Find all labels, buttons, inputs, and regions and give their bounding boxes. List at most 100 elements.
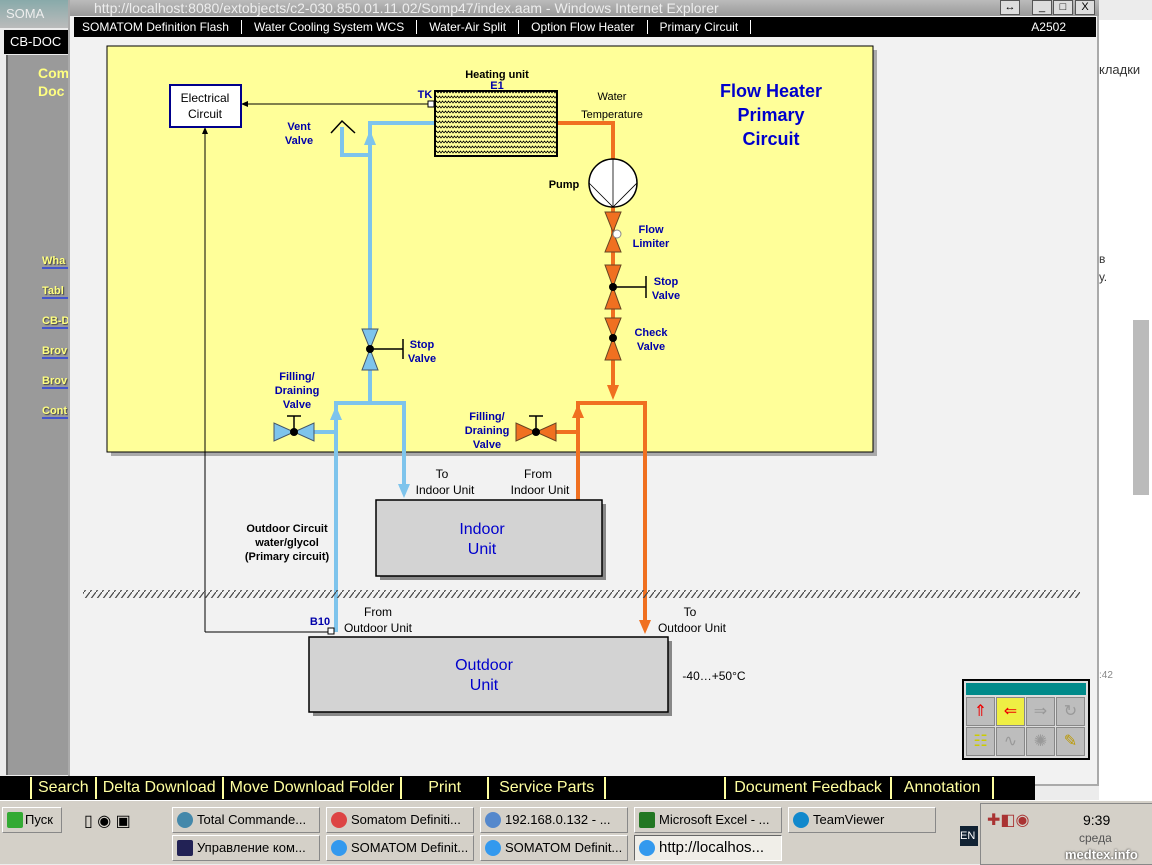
minimize-button[interactable]: _ bbox=[1032, 0, 1052, 15]
maximize-button[interactable]: □ bbox=[1053, 0, 1073, 15]
widget-header[interactable] bbox=[966, 683, 1086, 695]
page-back-icon[interactable]: ⇐ bbox=[996, 697, 1025, 726]
vent-valve-icon bbox=[330, 119, 356, 134]
diagram-title: Primary bbox=[737, 105, 804, 125]
electrical-label: Circuit bbox=[188, 107, 223, 121]
breadcrumb-item[interactable]: Water Cooling System WCS bbox=[254, 20, 418, 34]
sidebar-link[interactable]: Tabl bbox=[42, 285, 72, 299]
outdoor-circuit-label: Outdoor Circuit bbox=[246, 523, 328, 535]
outdoor-unit-label: Unit bbox=[470, 677, 499, 694]
light-icon[interactable]: ✺ bbox=[1026, 727, 1055, 756]
to-outdoor-label: Outdoor Unit bbox=[658, 621, 727, 635]
scrollbar-thumb[interactable] bbox=[1133, 320, 1149, 495]
filling-valve-cold-icon bbox=[273, 415, 315, 442]
delta-download-link[interactable]: Delta Download bbox=[94, 777, 222, 799]
stop-valve-label: Stop bbox=[654, 276, 679, 288]
sidebar-link[interactable]: Brov bbox=[42, 345, 72, 359]
check-valve-icon bbox=[604, 317, 622, 361]
flow-arrow-icon bbox=[572, 385, 651, 634]
close-button[interactable]: X bbox=[1075, 0, 1095, 15]
ie-icon bbox=[331, 840, 347, 856]
vent-valve-label: Vent bbox=[287, 121, 311, 133]
search-link[interactable]: Search bbox=[30, 777, 95, 799]
outdoor-unit-label: Outdoor bbox=[455, 657, 513, 674]
breadcrumb-item[interactable]: Primary Circuit bbox=[660, 20, 752, 34]
heating-unit-label: Heating unit bbox=[465, 69, 529, 81]
start-label: Пуск bbox=[25, 812, 53, 827]
breadcrumb-item[interactable]: Water-Air Split bbox=[429, 20, 520, 34]
taskbar-item[interactable]: Управление ком... bbox=[172, 835, 320, 861]
taskbar-item[interactable]: SOMATOM Definit... bbox=[326, 835, 474, 861]
diagram-title: Flow Heater bbox=[720, 81, 822, 101]
filling-valve-label: Draining bbox=[275, 385, 320, 397]
clock: 9:39 bbox=[1083, 812, 1111, 828]
cycle-icon[interactable]: ↻ bbox=[1056, 697, 1085, 726]
tree-icon[interactable]: ☷ bbox=[966, 727, 995, 756]
sidebar: Com Doc Wha Tabl CB-D Brov Brov Cont bbox=[6, 55, 72, 775]
outdoor-circuit-label: (Primary circuit) bbox=[245, 551, 330, 563]
waveform-icon[interactable]: ∿ bbox=[996, 727, 1025, 756]
teamviewer-icon bbox=[793, 812, 809, 828]
taskbar: Пуск ▯ ◉ ▣ Total Commande... Somatom Def… bbox=[0, 800, 1152, 865]
notes-icon[interactable]: ✎ bbox=[1056, 727, 1085, 756]
taskbar-item[interactable]: Total Commande... bbox=[172, 807, 320, 833]
ie-icon bbox=[485, 840, 501, 856]
sidebar-link[interactable]: Brov bbox=[42, 375, 72, 389]
taskbar-item[interactable]: SOMATOM Definit... bbox=[480, 835, 628, 861]
sidebar-link[interactable]: CB-D bbox=[42, 315, 72, 329]
breadcrumb-item[interactable]: Option Flow Heater bbox=[531, 20, 648, 34]
stop-valve-label: Valve bbox=[408, 353, 436, 365]
sidebar-link[interactable]: Wha bbox=[42, 255, 72, 269]
quicklaunch-icons[interactable]: ▯ ◉ ▣ bbox=[84, 813, 131, 830]
flow-heater-diagram: Electrical Circuit Heating unit E1 TK B1… bbox=[83, 45, 1080, 716]
indoor-unit-label: Unit bbox=[468, 541, 497, 558]
tray-icons[interactable]: ✚◧◉ bbox=[987, 812, 1030, 829]
page-forward-icon[interactable]: ⇒ bbox=[1026, 697, 1055, 726]
annotation-link[interactable]: Annotation bbox=[889, 777, 995, 799]
water-temp-label: Temperature bbox=[581, 109, 643, 121]
taskbar-item[interactable]: 192.168.0.132 - ... bbox=[480, 807, 628, 833]
taskbar-item[interactable]: Microsoft Excel - ... bbox=[634, 807, 782, 833]
electrical-label: Electrical bbox=[181, 91, 230, 105]
stop-valve-label: Valve bbox=[652, 290, 680, 302]
home-up-icon[interactable]: ⇑ bbox=[966, 697, 995, 726]
service-parts-link[interactable]: Service Parts bbox=[487, 777, 604, 799]
breadcrumb: SOMATOM Definition Flash Water Cooling S… bbox=[74, 17, 1096, 37]
ie-icon bbox=[639, 840, 655, 856]
pump-label: Pump bbox=[549, 179, 580, 191]
move-download-folder-link[interactable]: Move Download Folder bbox=[221, 777, 401, 799]
filling-valve-label: Valve bbox=[283, 399, 311, 411]
resize-button[interactable]: ↔ bbox=[1000, 0, 1020, 15]
flow-limiter-label: Flow bbox=[638, 224, 663, 236]
excel-icon bbox=[639, 812, 655, 828]
water-temp-label: Water bbox=[598, 91, 627, 103]
check-valve-label: Check bbox=[634, 327, 668, 339]
document-feedback-link[interactable]: Document Feedback bbox=[724, 777, 890, 799]
language-indicator[interactable]: EN bbox=[960, 826, 978, 846]
outdoor-circuit-label: water/glycol bbox=[254, 537, 319, 549]
outdoor-unit-box bbox=[308, 636, 669, 713]
filling-valve-label: Filling/ bbox=[279, 371, 314, 383]
flow-limiter-label: Limiter bbox=[633, 238, 670, 250]
watermark: medtех.info bbox=[1065, 847, 1138, 862]
browser-titlebar bbox=[70, 0, 1099, 16]
print-link[interactable]: Print bbox=[400, 777, 487, 799]
taskbar-item-active[interactable]: http://localhos... bbox=[634, 835, 782, 861]
to-indoor-label: Indoor Unit bbox=[416, 483, 475, 497]
sidebar-link[interactable]: Cont bbox=[42, 405, 72, 419]
breadcrumb-item[interactable]: SOMATOM Definition Flash bbox=[82, 20, 242, 34]
chrome-icon bbox=[331, 812, 347, 828]
start-button[interactable]: Пуск bbox=[2, 807, 62, 833]
from-indoor-label: Indoor Unit bbox=[511, 483, 570, 497]
from-outdoor-label: From bbox=[364, 605, 392, 619]
from-indoor-label: From bbox=[524, 467, 552, 481]
cb-doc-header: CB-DOC bbox=[4, 30, 70, 54]
taskbar-item[interactable]: Somatom Definiti... bbox=[326, 807, 474, 833]
navigation-widget: ⇑ ⇐ ⇒ ↻ ☷ ∿ ✺ ✎ bbox=[962, 679, 1090, 760]
empty-link bbox=[604, 777, 724, 799]
to-outdoor-label: To bbox=[684, 605, 697, 619]
b10-label: B10 bbox=[310, 616, 330, 628]
day-label: среда bbox=[1079, 831, 1112, 845]
taskbar-item[interactable]: TeamViewer bbox=[788, 807, 936, 833]
bottom-toolbar: Search Delta Download Move Download Fold… bbox=[0, 776, 1035, 800]
